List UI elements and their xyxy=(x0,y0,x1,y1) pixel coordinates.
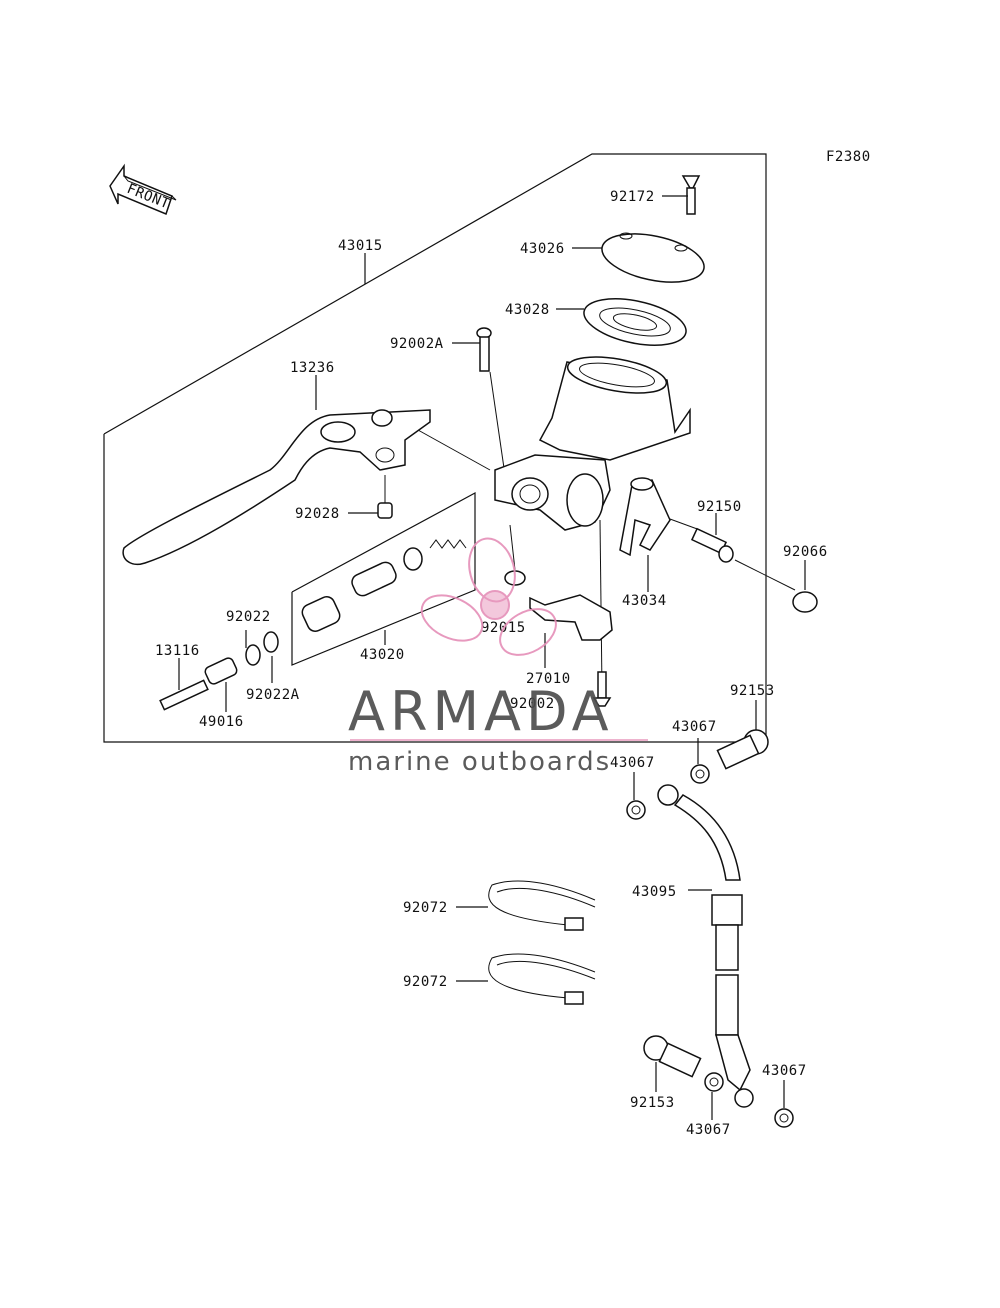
screw-92172 xyxy=(681,175,701,215)
label-92022A: 92022A xyxy=(246,687,300,703)
label-43028: 43028 xyxy=(505,302,550,318)
bolt-92150 xyxy=(690,527,734,563)
label-43026: 43026 xyxy=(520,241,565,257)
label-92028: 92028 xyxy=(295,506,340,522)
piston-kit-outline xyxy=(291,491,476,666)
front-arrow-icon: FRONT xyxy=(109,163,177,216)
push-rod-13116 xyxy=(159,679,209,711)
dust-seal-49016 xyxy=(204,657,238,685)
label-92002A: 92002A xyxy=(390,336,444,352)
collar-92028 xyxy=(377,502,393,519)
piston-kit-parts xyxy=(301,539,467,632)
master-cylinder-assembly-outline xyxy=(103,153,767,743)
label-43034: 43034 xyxy=(622,593,667,609)
label-43067-b: 43067 xyxy=(610,755,655,771)
label-43067-d: 43067 xyxy=(686,1122,731,1138)
clamp-43034 xyxy=(619,477,671,557)
master-cylinder-body xyxy=(494,356,691,531)
diaphragm-43028 xyxy=(583,298,687,346)
switch-27010 xyxy=(529,594,613,641)
label-49016: 49016 xyxy=(199,714,244,730)
band-clamp-92072-b xyxy=(488,953,596,1005)
label-43067-c: 43067 xyxy=(762,1063,807,1079)
propeller-logo-icon xyxy=(420,537,557,656)
label-13116: 13116 xyxy=(155,643,200,659)
washer-43067-b xyxy=(626,800,646,820)
reservoir-cap-43026 xyxy=(601,232,705,283)
label-27010: 27010 xyxy=(526,671,571,687)
label-43095: 43095 xyxy=(632,884,677,900)
banjo-bolt-92153-bottom xyxy=(643,1035,702,1078)
label-92153-top: 92153 xyxy=(730,683,775,699)
banjo-bolt-92153-top xyxy=(716,729,769,770)
hose-43095 xyxy=(657,784,754,1108)
label-92150: 92150 xyxy=(697,499,742,515)
watermark-title: ARMADA xyxy=(348,680,614,743)
watermark-subtitle: marine outboards xyxy=(348,747,611,777)
label-92172: 92172 xyxy=(610,189,655,205)
watermark: ARMADA marine outboards xyxy=(348,537,648,777)
label-43020: 43020 xyxy=(360,647,405,663)
label-92022: 92022 xyxy=(226,609,271,625)
washer-43067-a xyxy=(690,764,710,784)
label-92066: 92066 xyxy=(783,544,828,560)
ring-92022A xyxy=(263,631,279,653)
label-92072-b: 92072 xyxy=(403,974,448,990)
washer-43067-c xyxy=(704,1072,724,1092)
band-clamp-92072-a xyxy=(488,880,596,931)
part-labels: 43015 92172 43026 43028 92002A 13236 921… xyxy=(155,189,828,1138)
label-13236: 13236 xyxy=(290,360,335,376)
clutch-lever-13236 xyxy=(122,409,431,565)
label-43015: 43015 xyxy=(338,238,383,254)
screw-92002 xyxy=(592,671,612,707)
label-92072-a: 92072 xyxy=(403,900,448,916)
figure-code: F2380 xyxy=(826,149,871,165)
cap-92066 xyxy=(792,591,818,613)
screw-92002A xyxy=(476,327,492,372)
label-92002: 92002 xyxy=(510,696,555,712)
washer-43067-d xyxy=(774,1108,794,1128)
ring-92022 xyxy=(245,644,261,666)
label-92153-bottom: 92153 xyxy=(630,1095,675,1111)
label-43067-a: 43067 xyxy=(672,719,717,735)
